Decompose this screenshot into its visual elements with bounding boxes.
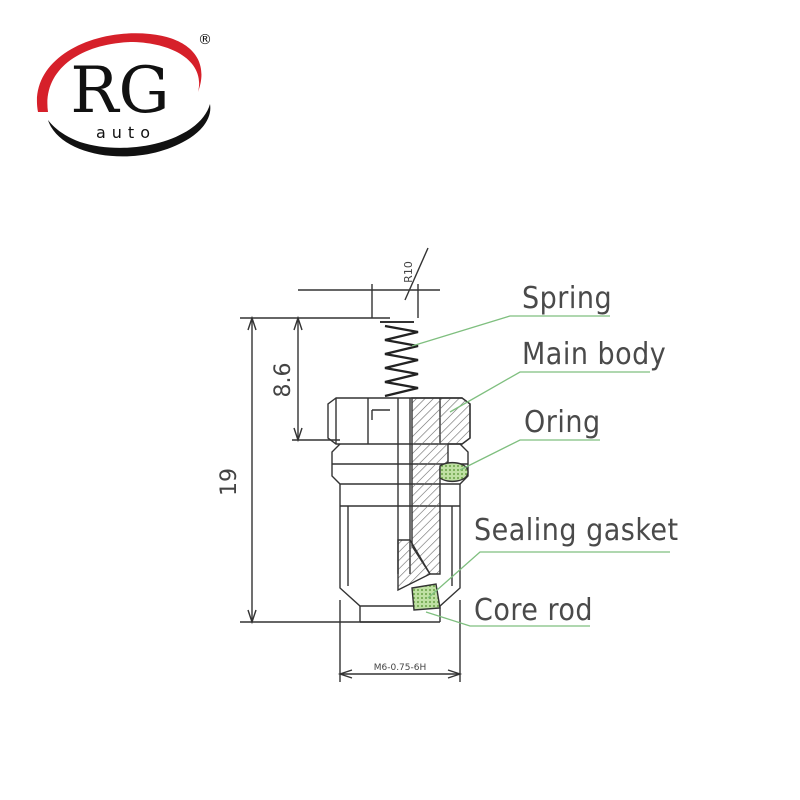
dimension-total-height-text: 19 [217,468,242,496]
logo-text: RG [70,54,169,128]
dimension-spring-height-text: 8.6 [271,363,296,398]
dimension-spring-height [292,315,340,443]
oring [439,461,469,483]
label-spring: Spring [522,281,612,316]
dimension-thread-text: M6-0.75-6H [374,663,427,673]
label-oring: Oring [524,405,601,440]
leader-sealing-gasket [427,551,670,599]
logo-registered-mark: ® [198,32,212,48]
leader-oring [459,439,600,471]
logo-black-swoosh [48,104,211,157]
logo-subtext: auto [96,123,156,142]
dimension-spring-diameter-text: R10 [402,261,415,283]
leader-main-body [449,371,650,413]
main-body-section-hatch [411,397,471,575]
dimension-thread [337,600,463,682]
leader-core-rod [425,611,590,627]
label-sealing-gasket: Sealing gasket [474,513,679,548]
leader-spring [411,315,610,347]
logo-red-swoosh [36,33,202,112]
rg-auto-logo: RG auto ® [36,32,212,157]
sealing-gasket [411,583,441,611]
core-rod-taper [397,539,431,592]
spring [384,324,419,398]
dimension-top [298,247,440,318]
label-core-rod: Core rod [474,593,593,628]
label-main-body: Main body [522,337,666,372]
dimension-total-height [240,315,420,625]
